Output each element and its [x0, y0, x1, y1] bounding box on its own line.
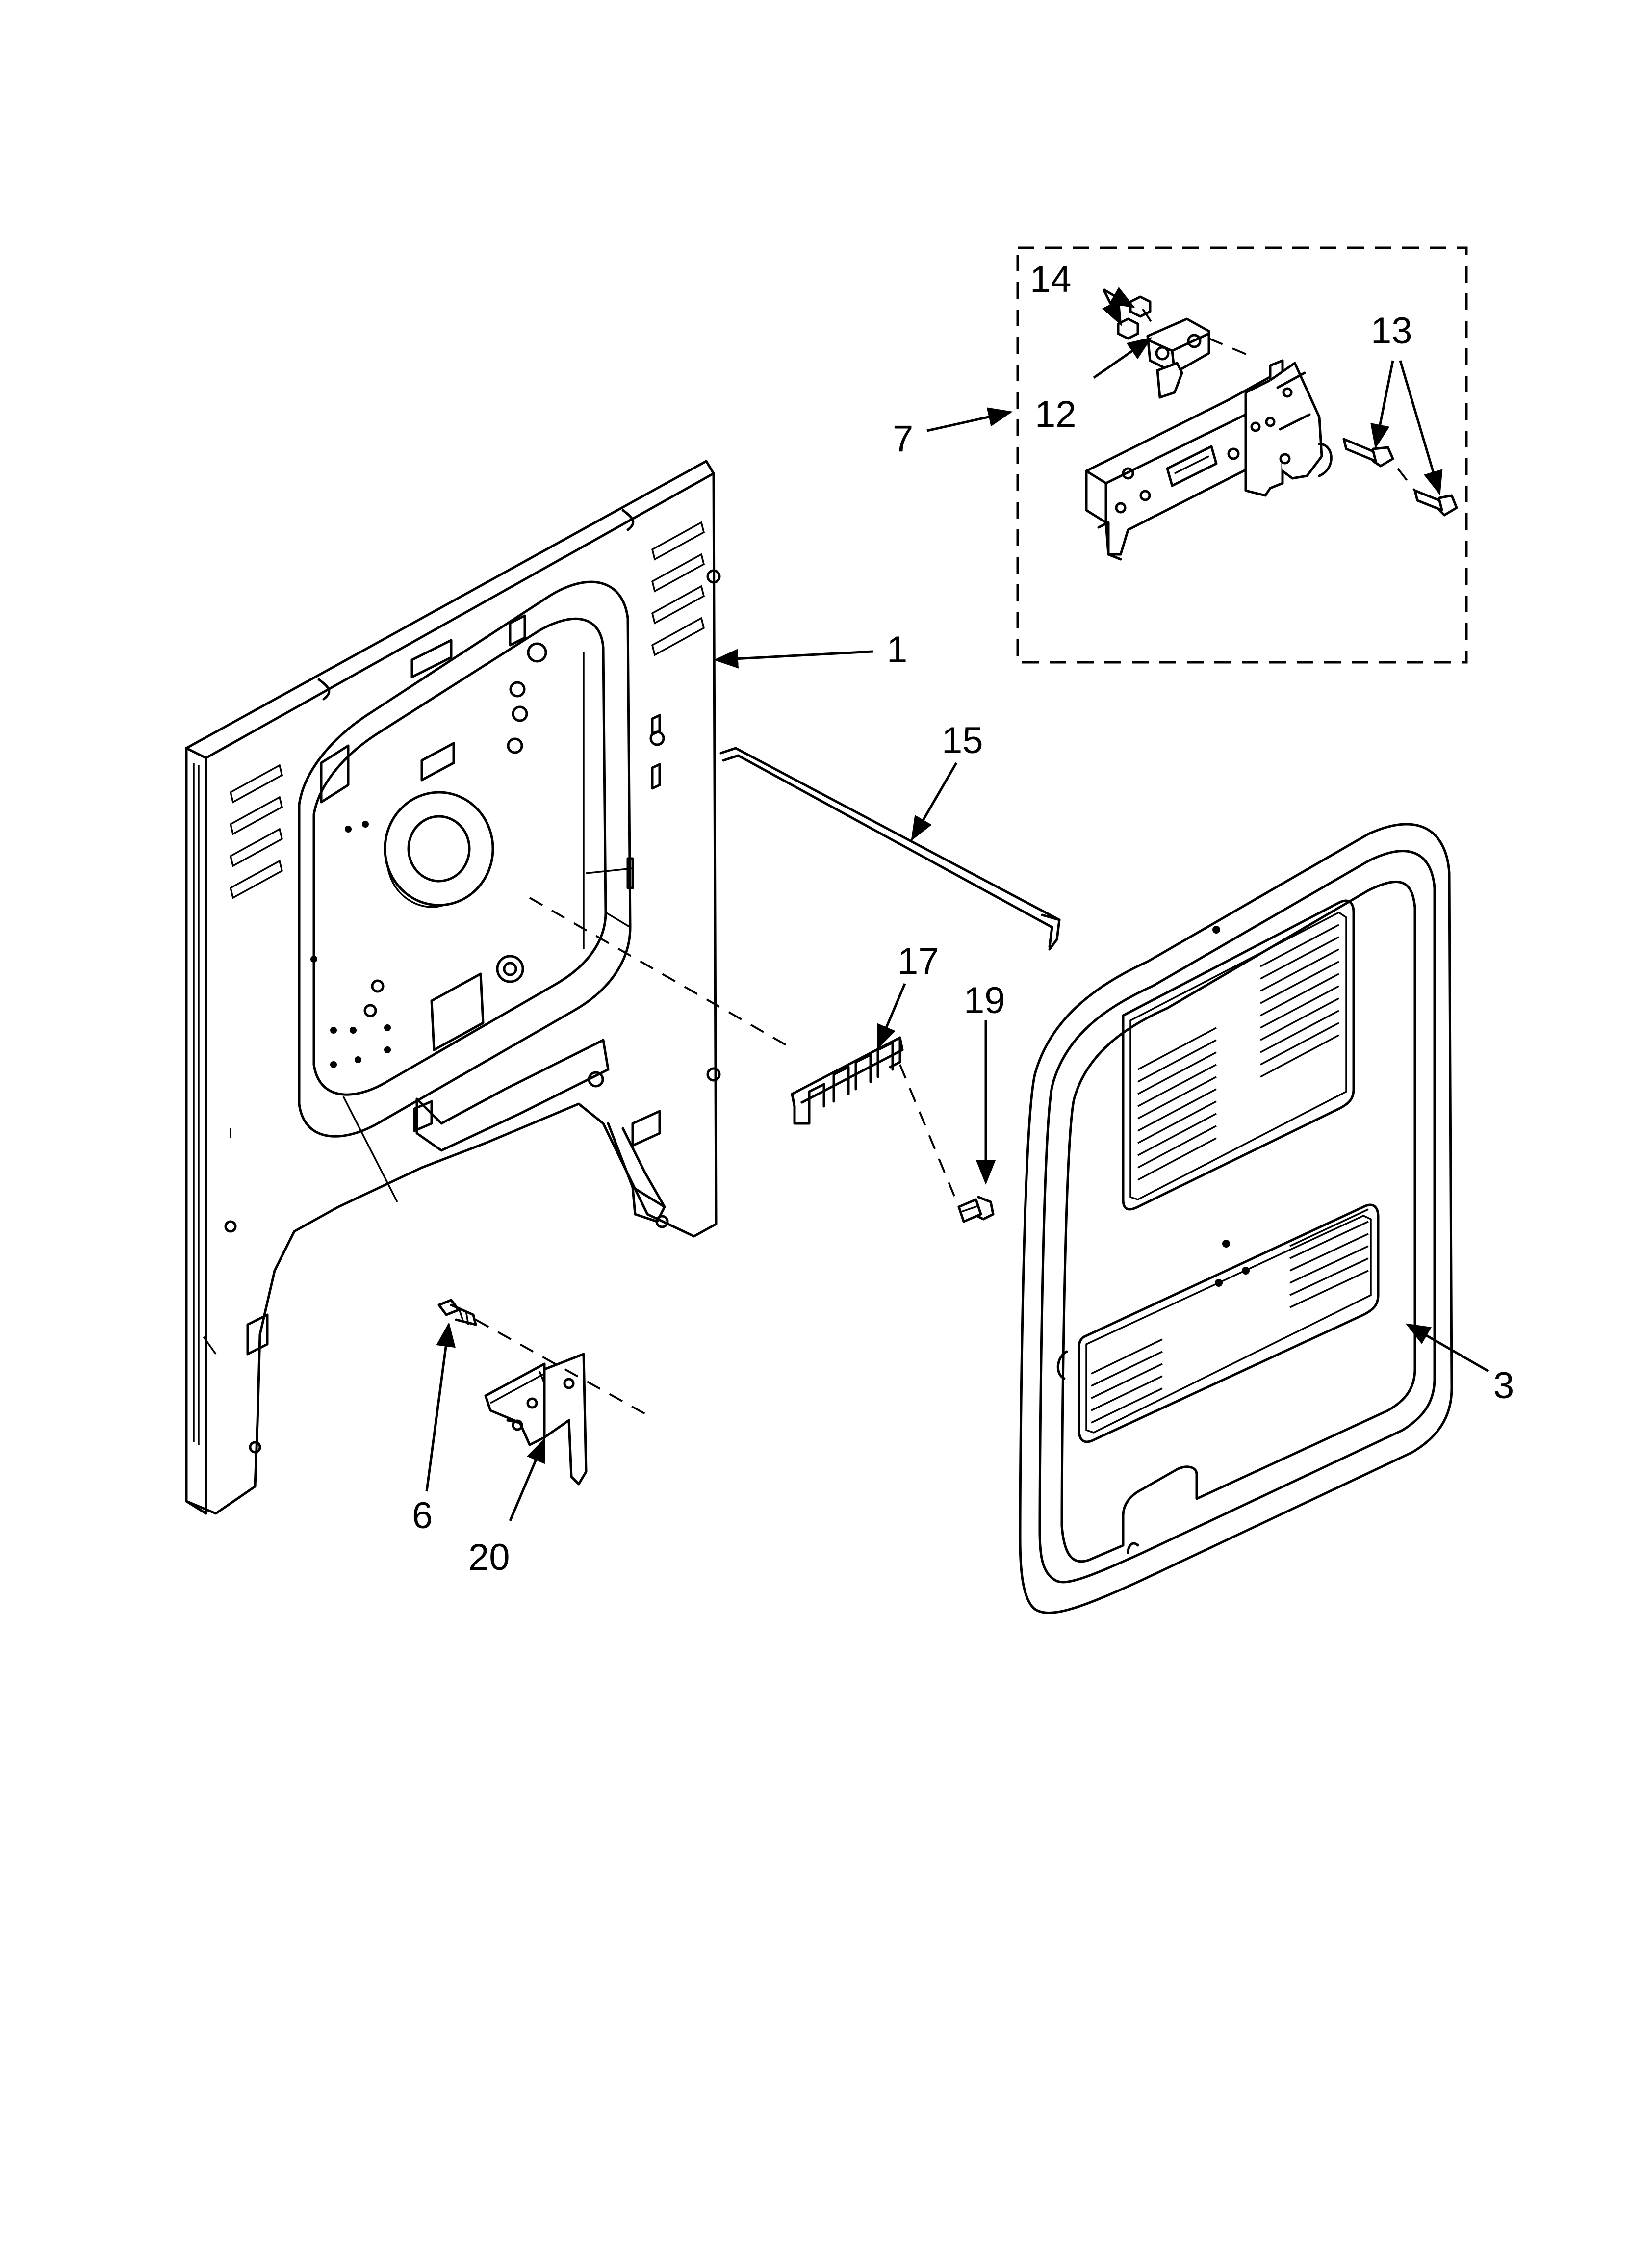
side-panel-part-3	[1019, 823, 1453, 1614]
callout-19: 19	[964, 980, 1005, 1021]
callout-labels: 1 3 6 7 12 13 14 15 17 19 20	[412, 259, 1514, 1578]
screw-part-19	[957, 1196, 995, 1223]
screw-part-6	[437, 1299, 477, 1326]
rod-part-15	[719, 747, 1061, 951]
leader-arrows	[425, 287, 1489, 1521]
ignition-assembly-part-7	[1016, 246, 1468, 664]
callout-3: 3	[1493, 1365, 1514, 1407]
alignment-lines	[475, 897, 960, 1419]
callout-6: 6	[412, 1495, 433, 1537]
callout-1: 1	[887, 629, 907, 671]
bracket-part-20	[484, 1353, 588, 1486]
callout-13: 13	[1371, 310, 1412, 352]
callout-14: 14	[1030, 259, 1072, 300]
callout-15: 15	[942, 720, 983, 761]
callout-7: 7	[893, 418, 913, 460]
callout-12: 12	[1035, 393, 1077, 435]
clip-strip-part-17	[791, 1036, 904, 1125]
rear-panel-part-1	[185, 460, 721, 1515]
callout-20: 20	[468, 1537, 510, 1578]
callout-17: 17	[898, 940, 939, 982]
